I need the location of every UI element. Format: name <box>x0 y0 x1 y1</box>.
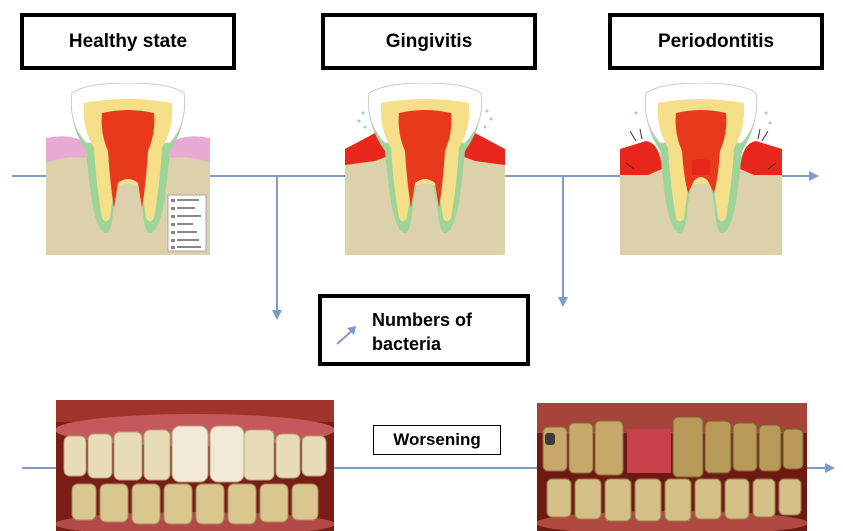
bacteria-count-box: Numbers of bacteria <box>318 294 530 366</box>
photo-periodontitis-teeth <box>537 403 807 531</box>
bacteria-label-line2: bacteria <box>372 332 522 356</box>
photo-healthy-teeth <box>56 400 334 531</box>
bacteria-label-line1: Numbers of <box>372 308 522 332</box>
stage-label-gingivitis: Gingivitis <box>321 13 537 70</box>
worsening-label: Worsening <box>373 425 501 455</box>
tooth-gingivitis-illustration <box>345 83 505 255</box>
stage-label-healthy: Healthy state <box>20 13 236 70</box>
tooth-healthy-illustration <box>46 83 210 255</box>
tooth-periodontitis-illustration <box>620 83 782 255</box>
arrow-up-right-icon <box>334 324 360 346</box>
stage-label-periodontitis: Periodontitis <box>608 13 824 70</box>
bacteria-count-label: Numbers of bacteria <box>372 308 522 356</box>
